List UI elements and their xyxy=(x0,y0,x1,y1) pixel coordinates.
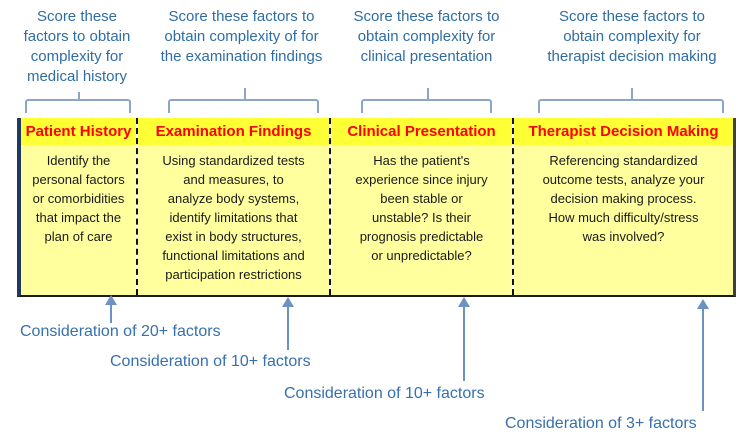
arrow-shaft xyxy=(110,305,112,323)
bottom-note-examination-findings: Consideration of 10+ factors xyxy=(110,353,311,370)
column-body-text: Referencing standardized outcome tests, … xyxy=(514,145,733,295)
bottom-note-therapist-decision-making: Consideration of 3+ factors xyxy=(505,415,697,432)
column-body-text: Identify the personal factors or comorbi… xyxy=(21,145,136,295)
column-examination-findings: Examination Findings Using standardized … xyxy=(138,118,331,295)
brace-therapist-decision-making xyxy=(538,88,724,113)
bottom-note-clinical-presentation: Consideration of 10+ factors xyxy=(284,385,485,402)
brace-patient-history xyxy=(25,92,131,113)
brace-clinical-presentation xyxy=(361,88,492,113)
column-body-text: Using standardized tests and measures, t… xyxy=(138,145,329,295)
top-note-examination-findings: Score these factors to obtain complexity… xyxy=(160,8,323,65)
brace-stem xyxy=(78,92,80,101)
arrowhead-icon xyxy=(105,295,117,305)
column-header: Patient History xyxy=(21,118,136,145)
top-note-therapist-decision-making: Score these factors to obtain complexity… xyxy=(547,8,717,65)
arrow-up-patient-history-icon xyxy=(105,295,117,323)
column-body-text: Has the patient's experience since injur… xyxy=(331,145,512,295)
column-clinical-presentation: Clinical Presentation Has the patient's … xyxy=(331,118,514,295)
column-patient-history: Patient History Identify the personal fa… xyxy=(21,118,138,295)
arrow-shaft xyxy=(702,309,704,411)
bottom-note-patient-history: Consideration of 20+ factors xyxy=(20,323,221,340)
complexity-matrix: Patient History Identify the personal fa… xyxy=(17,118,736,297)
brace-stem xyxy=(631,88,633,101)
brace-stem xyxy=(243,88,246,101)
top-note-patient-history: Score these factors to obtain complexity… xyxy=(23,8,131,85)
arrow-shaft xyxy=(287,307,289,350)
arrowhead-icon xyxy=(282,297,294,307)
column-therapist-decision-making: Therapist Decision Making Referencing st… xyxy=(514,118,733,295)
column-header: Clinical Presentation xyxy=(331,118,512,145)
arrowhead-icon xyxy=(458,297,470,307)
arrowhead-icon xyxy=(697,299,709,309)
arrow-up-clinical-presentation-icon xyxy=(458,297,470,381)
brace-examination-findings xyxy=(168,88,319,113)
arrow-up-therapist-decision-making-icon xyxy=(697,299,709,411)
column-header: Examination Findings xyxy=(138,118,329,145)
column-header: Therapist Decision Making xyxy=(514,118,733,145)
top-note-clinical-presentation: Score these factors to obtain complexity… xyxy=(353,8,500,65)
arrow-shaft xyxy=(463,307,465,381)
arrow-up-examination-findings-icon xyxy=(282,297,294,350)
brace-stem xyxy=(426,88,429,101)
